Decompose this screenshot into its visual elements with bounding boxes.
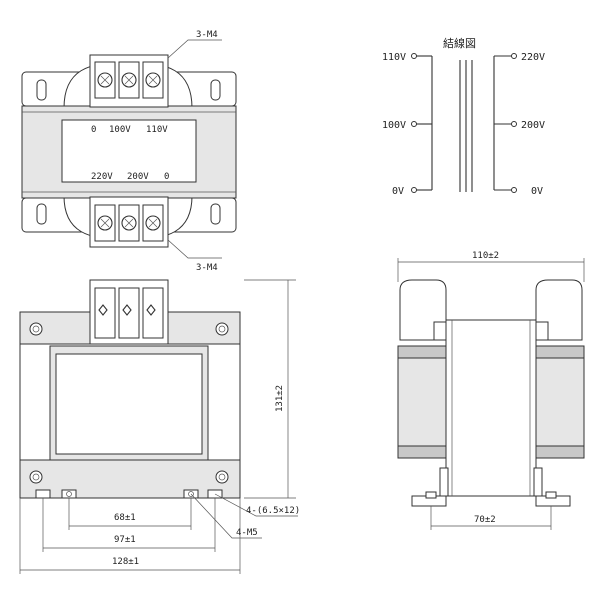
- left-label-110v: 110V: [382, 52, 406, 63]
- primary-tap-1: 0: [91, 125, 96, 135]
- mount-hole-icon: [215, 322, 229, 336]
- right-label-0v: 0V: [531, 186, 543, 197]
- dim-mid: 97±1: [114, 535, 136, 545]
- screw-icon: [145, 72, 161, 88]
- callout-bottom: 3-M4: [196, 263, 218, 273]
- side-view: 110±2 70±2: [397, 251, 585, 530]
- label-plate: [61, 119, 197, 183]
- mount-hole-icon: [29, 322, 43, 336]
- left-label-100v: 100V: [382, 120, 406, 131]
- primary-tap-2: 100V: [109, 125, 131, 135]
- left-label-0v: 0V: [392, 186, 404, 197]
- secondary-tap-1: 220V: [91, 172, 113, 182]
- mount-holes-callout: 4-(6.5×12): [246, 506, 300, 516]
- mount-hole-icon: [29, 470, 43, 484]
- callout-top: 3-M4: [196, 30, 218, 40]
- top-view: 3-M4 3-M4 0 100V 110V 220V 200V 0: [21, 30, 237, 273]
- screws-callout: 4-M5: [236, 528, 258, 538]
- screw-icon: [97, 72, 113, 88]
- side-core-frame: [445, 319, 537, 497]
- side-foot-right: [535, 495, 571, 507]
- slot-icon: [36, 203, 47, 225]
- screw-icon: [145, 215, 161, 231]
- dim-inner: 68±1: [114, 513, 136, 523]
- side-width-dim: 110±2: [472, 251, 499, 261]
- right-label-200v: 200V: [521, 120, 545, 131]
- slot-icon: [210, 203, 221, 225]
- screw-icon: [121, 72, 137, 88]
- height-dim: 131±2: [275, 385, 285, 412]
- slot-icon: [36, 79, 47, 101]
- wiring-title: 結線図: [443, 36, 476, 50]
- mount-hole-icon: [215, 470, 229, 484]
- dim-outer: 128±1: [112, 557, 139, 567]
- wiring-diagram: 結線図 110V 100V 0V 220V 200V 0V: [382, 36, 545, 197]
- front-view: 131±2 68±1 97±1 128±1 4-(6.5×12) 4-M5: [19, 279, 300, 574]
- secondary-tap-2: 200V: [127, 172, 149, 182]
- primary-tap-3: 110V: [146, 125, 168, 135]
- slot-icon: [210, 79, 221, 101]
- screw-icon: [97, 215, 113, 231]
- screw-icon: [121, 215, 137, 231]
- side-base-dim: 70±2: [474, 515, 496, 525]
- right-label-220v: 220V: [521, 52, 545, 63]
- secondary-tap-3: 0: [164, 172, 169, 182]
